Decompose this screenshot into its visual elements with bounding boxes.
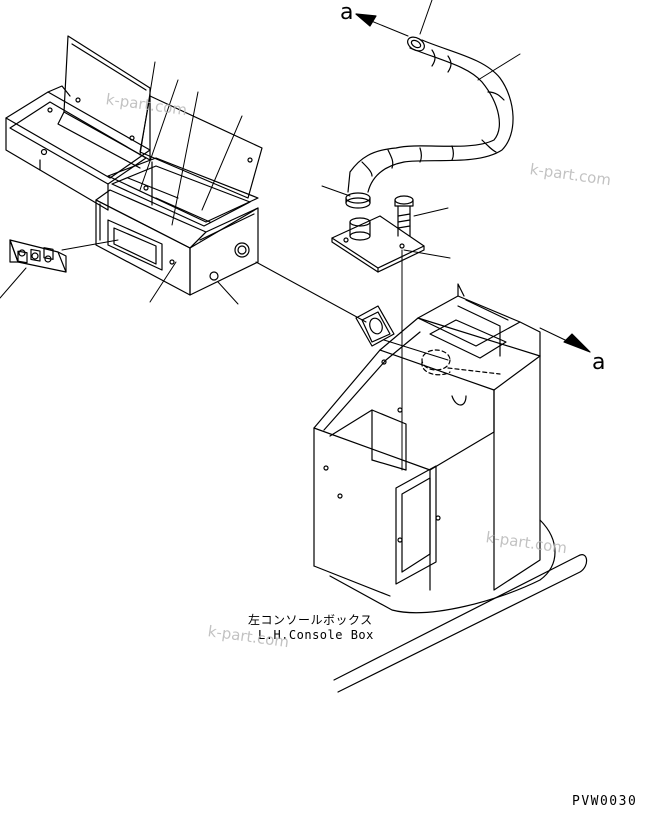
hinged-lid-open — [58, 36, 262, 198]
ref-label-a-right: a — [592, 350, 606, 375]
hose-clamp-top — [405, 34, 427, 53]
hose-clamp-bottom — [346, 193, 370, 208]
leader-lines-right — [322, 0, 520, 258]
console-box-open — [96, 158, 258, 295]
console-box-body — [314, 284, 540, 596]
ref-arrow-top — [356, 14, 408, 36]
bolt — [395, 196, 413, 236]
leader-lines-left — [0, 62, 242, 304]
connection-line-box-to-grommet — [256, 262, 366, 322]
ref-label-a-top: a — [340, 0, 354, 25]
duct-hose — [348, 40, 513, 192]
switch-panel — [10, 240, 66, 272]
grommet — [356, 306, 448, 360]
caption-japanese: 左コンソールボックス — [248, 613, 373, 627]
mounting-plate — [332, 216, 424, 272]
drawing-code: PVW0030 — [572, 794, 638, 809]
caption-english: L.H.Console Box — [258, 628, 374, 642]
ref-arrow-right — [540, 328, 590, 352]
floor-plate — [330, 520, 587, 692]
